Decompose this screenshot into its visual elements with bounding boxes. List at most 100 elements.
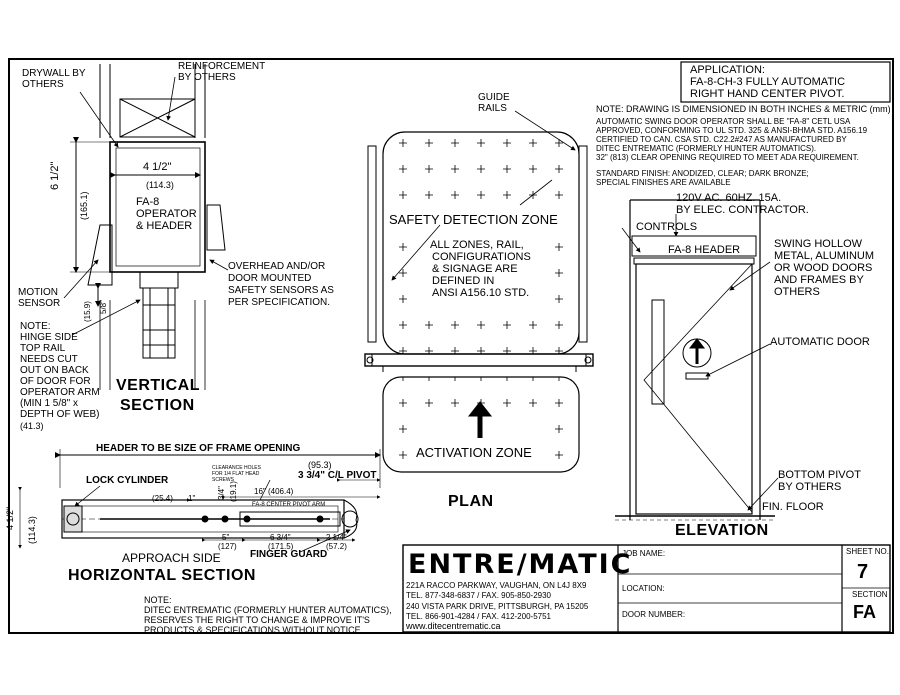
doors-label-3: OR WOOD DOORS — [774, 262, 873, 274]
drywall-label-1: DRYWALL BY — [22, 68, 86, 79]
automatic-door-label: AUTOMATIC DOOR — [770, 336, 870, 348]
guide-rails-label-1: GUIDE — [478, 92, 510, 103]
website-link[interactable]: www.ditecentrematic.ca — [406, 621, 501, 631]
plan-title: PLAN — [448, 493, 494, 510]
guide-rails-label-2: RAILS — [478, 103, 507, 114]
power-label-2: BY ELEC. CONTRACTOR. — [676, 204, 809, 216]
small-dim-mm: (15.9) — [83, 301, 92, 322]
sheet-no-label: SHEET NO. — [846, 547, 889, 556]
doors-label-2: METAL, ALUMINUM — [774, 250, 875, 262]
hinge-note-6: OF DOOR FOR — [20, 376, 91, 387]
bottom-pivot-label-2: BY OTHERS — [778, 481, 842, 493]
operator-label-2: OPERATOR — [136, 208, 197, 220]
spec-line-5: 32" (813) CLEAR OPENING REQUIRED TO MEET… — [596, 153, 859, 162]
elevation-drawing — [615, 199, 779, 521]
application-model: FA-8-CH-3 FULLY AUTOMATIC — [690, 76, 846, 88]
drawing-sheet-border — [8, 58, 894, 634]
vertical-section-title-1: VERTICAL — [116, 377, 200, 394]
spec-line-3: CERTIFIED TO CAN. CSA STD. C22.2#247 AS … — [596, 135, 847, 144]
dim-95-3: (95.3) — [308, 460, 332, 470]
horizontal-section-drawing — [18, 449, 381, 553]
power-label-1: 120V AC. 60HZ. 15A. — [676, 192, 782, 204]
operator-label-1: FA-8 — [136, 196, 160, 208]
doors-label-4: AND FRAMES BY — [774, 274, 864, 286]
header-size-note: HEADER TO BE SIZE OF FRAME OPENING — [96, 443, 301, 454]
bottom-note-2: DITEC ENTREMATIC (FORMERLY HUNTER AUTOMA… — [144, 605, 392, 615]
section-code: FA — [853, 602, 877, 622]
application-handing: RIGHT HAND CENTER PIVOT. — [690, 88, 845, 100]
cl-pivot-label: 3 3/4" C/L PIVOT — [298, 470, 377, 481]
finger-guard-label: FINGER GUARD — [250, 549, 328, 560]
motion-sensor-label-2: SENSOR — [18, 298, 61, 309]
spec-line-2: APPROVED, CONFORMING TO UL STD. 325 & AN… — [596, 126, 868, 135]
bottom-note-3: RESERVES THE RIGHT TO CHANGE & IMPROVE I… — [144, 615, 370, 625]
location-label: LOCATION: — [622, 584, 665, 593]
section-label: SECTION — [852, 590, 888, 599]
spec-line-1: AUTOMATIC SWING DOOR OPERATOR SHALL BE "… — [596, 117, 851, 126]
title-block-lines — [402, 544, 891, 633]
vertical-section-drawing — [63, 64, 229, 390]
reinforcement-label-1: REINFORCEMENT — [178, 61, 266, 72]
dim-1in: 1" — [188, 494, 196, 503]
dim-5in: 5" — [222, 533, 230, 542]
overhead-label-3: SAFETY SENSORS AS — [228, 285, 334, 296]
lock-cylinder-label: LOCK CYLINDER — [86, 475, 169, 486]
overhead-label-4: PER SPECIFICATION. — [228, 297, 331, 308]
side-dim-mm: (114.3) — [27, 516, 37, 544]
address-line-1: 221A RACCO PARKWAY, VAUGHAN, ON L4J 8X9 — [406, 581, 587, 590]
dim-19-1: (19.1) — [229, 481, 238, 502]
hinge-note-9: DEPTH OF WEB) — [20, 409, 100, 420]
dim-25-4: (25.4) — [152, 494, 173, 503]
application-label: APPLICATION: — [690, 64, 765, 76]
clearance-note-1: CLEARANCE HOLES — [212, 465, 261, 471]
horizontal-section-title: HORIZONTAL SECTION — [68, 567, 256, 584]
dim-6-3-4in: 6 3/4" — [270, 533, 291, 542]
motion-sensor-label-1: MOTION — [18, 287, 58, 298]
dim-2-1-4in: 2 1/4" — [326, 533, 347, 542]
entrematic-logo: ENTRE/MATIC — [408, 549, 633, 580]
address-line-4: TEL. 866-901-4284 / FAX. 412-200-5751 — [406, 612, 551, 621]
job-name-label: JOB NAME: — [622, 549, 666, 558]
finished-floor-label: FIN. FLOOR — [762, 501, 824, 513]
zones-note-2: CONFIGURATIONS — [432, 251, 531, 263]
dim-171-5: (171.5) — [268, 542, 294, 551]
controls-label: CONTROLS — [636, 221, 698, 233]
header-width-mm: (114.3) — [146, 180, 174, 190]
hinge-note-8: (MIN 1 5/8" x — [20, 398, 79, 409]
header-width-in: 4 1/2" — [143, 161, 172, 173]
clearance-note-3: SCREWS — [212, 477, 234, 483]
dim-57-2: (57.2) — [326, 542, 347, 551]
zones-note-1: ALL ZONES, RAIL, — [430, 239, 524, 251]
safety-zone-label: SAFETY DETECTION ZONE — [389, 212, 558, 227]
header-height-mm: (165.1) — [79, 191, 89, 220]
center-pivot-arm-label: FA-8 CENTER PIVOT ARM — [252, 502, 326, 508]
dim-16in: 16" (406.4) — [254, 487, 294, 496]
approach-side-label: APPROACH SIDE — [122, 551, 221, 565]
bottom-note-1: NOTE: — [144, 595, 172, 605]
small-dim-in: 5/8" — [99, 300, 108, 314]
dim-127: (127) — [218, 542, 237, 551]
operator-label-3: & HEADER — [136, 220, 193, 232]
overhead-label-2: DOOR MOUNTED — [228, 273, 312, 284]
hinge-note-3: TOP RAIL — [20, 343, 66, 354]
finish-line-1: STANDARD FINISH: ANODIZED, CLEAR; DARK B… — [596, 169, 809, 178]
activation-zone-label: ACTIVATION ZONE — [416, 445, 532, 460]
address-line-3: 240 VISTA PARK DRIVE, PITTSBURGH, PA 152… — [406, 602, 589, 611]
sheet-number: 7 — [857, 561, 869, 583]
bottom-pivot-label-1: BOTTOM PIVOT — [778, 469, 861, 481]
drywall-label-2: OTHERS — [22, 79, 64, 90]
hinge-note-2: HINGE SIDE — [20, 332, 78, 343]
reinforcement-label-2: BY OTHERS — [178, 72, 236, 83]
bottom-note-4: PRODUCTS & SPECIFICATIONS WITHOUT NOTICE… — [144, 625, 364, 635]
finish-line-2: SPECIAL FINISHES ARE AVAILABLE — [596, 178, 731, 187]
spec-line-4: DITEC ENTREMATIC (FORMERLY HUNTER AUTOMA… — [596, 144, 817, 153]
doors-label-5: OTHERS — [774, 286, 820, 298]
zones-note-4: DEFINED IN — [432, 275, 495, 287]
hinge-note-7: OPERATOR ARM — [20, 387, 100, 398]
plan-drawing — [364, 110, 594, 473]
door-number-label: DOOR NUMBER: — [622, 610, 686, 619]
side-dim-in: 4 1/2" — [5, 506, 15, 530]
fa8-header-label: FA-8 HEADER — [668, 244, 741, 256]
zones-note-3: & SIGNAGE ARE — [432, 263, 518, 275]
